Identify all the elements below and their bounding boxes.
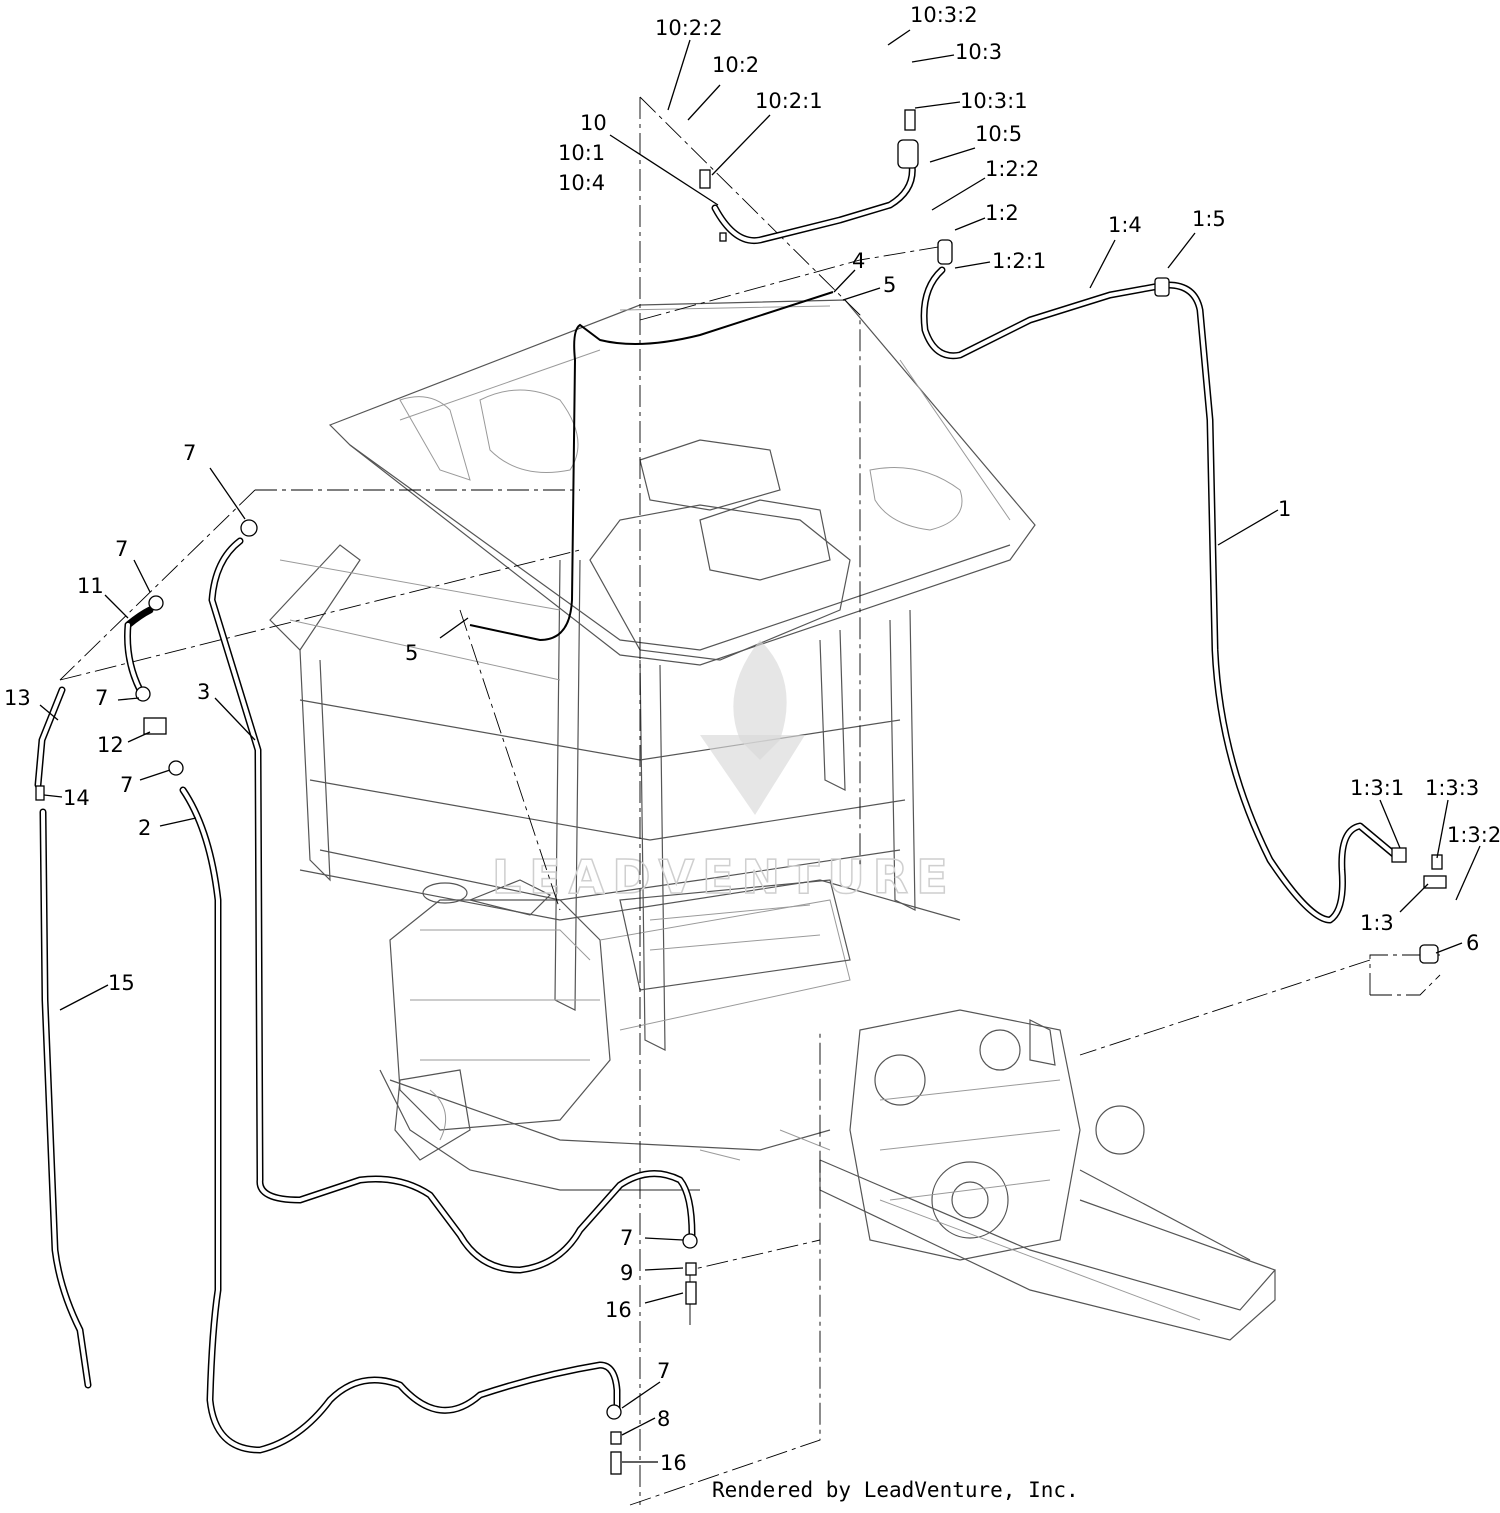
label-10: 10 xyxy=(580,111,607,135)
clamp-7 xyxy=(240,519,258,537)
label-3: 3 xyxy=(197,680,210,704)
label-12: 12 xyxy=(97,733,124,757)
fitting-16 xyxy=(610,1451,622,1475)
label-8: 8 xyxy=(657,1407,670,1431)
label-10-2-1: 10:2:1 xyxy=(755,89,823,113)
elbow-6 xyxy=(1419,944,1439,964)
assembly-reference-lines xyxy=(59,96,1441,1506)
clamp-7 xyxy=(682,1233,698,1249)
tee-1-3 xyxy=(1423,875,1447,889)
label-7: 7 xyxy=(115,537,128,561)
label-11: 11 xyxy=(77,574,104,598)
label-1-3: 1:3 xyxy=(1360,911,1394,935)
label-16: 16 xyxy=(660,1451,687,1475)
label-16: 16 xyxy=(605,1298,632,1322)
label-4: 4 xyxy=(852,249,865,273)
label-10-1: 10:1 xyxy=(558,141,605,165)
fittings xyxy=(35,109,1447,1475)
fitting-1-2-1 xyxy=(937,239,953,265)
leadventure-watermark: LEADVENTURE xyxy=(491,640,956,905)
label-5: 5 xyxy=(405,641,418,665)
fitting-16 xyxy=(685,1281,697,1305)
label-13: 13 xyxy=(4,686,31,710)
connector-14 xyxy=(35,785,45,801)
label-6: 6 xyxy=(1466,931,1479,955)
label-7: 7 xyxy=(620,1226,633,1250)
fitting-10-2-1 xyxy=(699,169,711,189)
label-1: 1 xyxy=(1278,497,1291,521)
clamp-7 xyxy=(168,760,184,776)
fitting-1-3-1 xyxy=(1391,847,1407,863)
label-1-3-3: 1:3:3 xyxy=(1425,776,1479,800)
label-10-4: 10:4 xyxy=(558,171,605,195)
label-7: 7 xyxy=(657,1359,670,1383)
fitting-1-5 xyxy=(1154,277,1170,297)
label-7: 7 xyxy=(120,773,133,797)
fitting-10-3-1 xyxy=(904,109,916,131)
machine-frame-drawing xyxy=(269,299,1277,1341)
label-10-3-2: 10:3:2 xyxy=(910,3,978,27)
clamp-7 xyxy=(135,686,151,702)
label-10-3-1: 10:3:1 xyxy=(960,89,1028,113)
label-15: 15 xyxy=(108,971,135,995)
label-7: 7 xyxy=(183,441,196,465)
label-10-2: 10:2 xyxy=(712,53,759,77)
label-1-5: 1:5 xyxy=(1192,207,1226,231)
label-1-2-1: 1:2:1 xyxy=(992,249,1046,273)
label-5: 5 xyxy=(883,273,896,297)
leader-lines xyxy=(39,29,1481,1463)
label-2: 2 xyxy=(138,816,151,840)
label-1-2-2: 1:2:2 xyxy=(985,157,1039,181)
label-1-3-1: 1:3:1 xyxy=(1350,776,1404,800)
label-10-5: 10:5 xyxy=(975,122,1022,146)
hoses xyxy=(34,161,1400,1454)
rendered-by-footer: Rendered by LeadVenture, Inc. xyxy=(712,1478,1079,1502)
label-10-2-2: 10:2:2 xyxy=(655,16,723,40)
watermark-text: LEADVENTURE xyxy=(492,850,956,904)
fitting-10-5 xyxy=(897,139,919,169)
tee-fitting-12 xyxy=(143,717,167,735)
label-14: 14 xyxy=(63,786,90,810)
label-7: 7 xyxy=(95,686,108,710)
label-1-2: 1:2 xyxy=(985,201,1019,225)
label-1-3-2: 1:3:2 xyxy=(1447,823,1500,847)
label-9: 9 xyxy=(620,1261,633,1285)
label-1-4: 1:4 xyxy=(1108,213,1142,237)
fitting-9 xyxy=(685,1262,697,1276)
label-10-3: 10:3 xyxy=(955,40,1002,64)
fitting-10-1 xyxy=(719,232,727,242)
clamp-7 xyxy=(606,1404,622,1420)
callout-labels: 10:2:2 10:2 10:2:1 10 10:1 10:4 10:3:2 1… xyxy=(4,3,1500,1475)
fitting-8 xyxy=(610,1431,622,1445)
clamp-7 xyxy=(148,595,164,611)
